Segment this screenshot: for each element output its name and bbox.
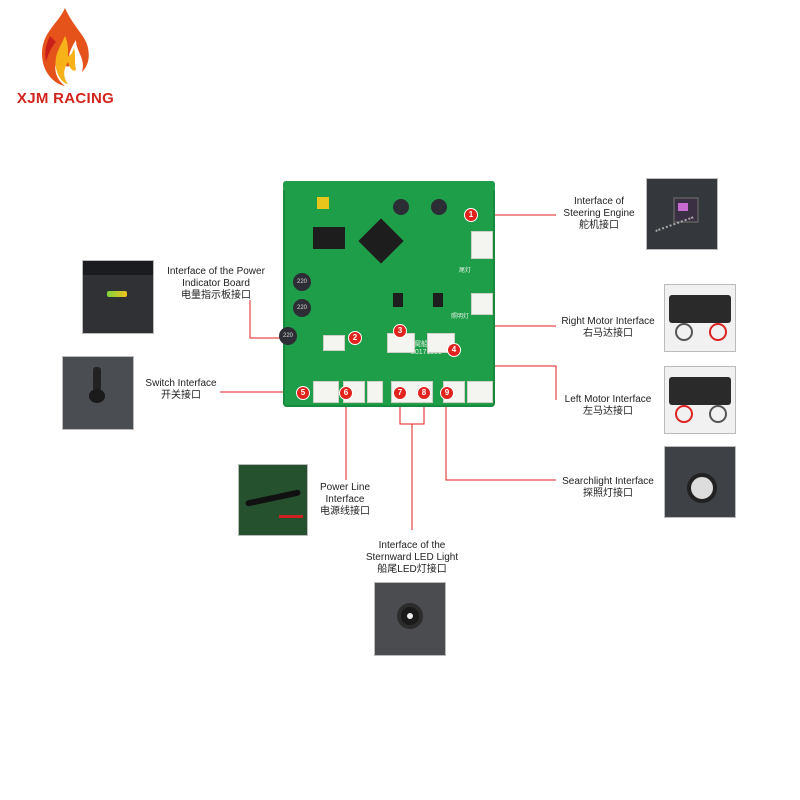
label-searchlight: Searchlight Interface 探照灯接口 xyxy=(562,476,654,499)
capacitor xyxy=(393,199,409,215)
marker-5: 5 xyxy=(296,386,310,400)
photo-right-motor xyxy=(664,284,736,352)
chip xyxy=(313,227,345,249)
silk-text: 尾灯 xyxy=(459,268,472,274)
circuit-board: 220 220 220 打窝船K3 20171101 照明灯 尾灯 xyxy=(279,181,495,407)
wire-shape xyxy=(279,515,303,518)
chip xyxy=(358,218,404,264)
connector-switch xyxy=(313,381,339,403)
connector-steering xyxy=(471,231,493,259)
servo-label xyxy=(678,203,688,211)
silk-text: 打窝船K3 xyxy=(407,341,437,348)
capacitor: 220 xyxy=(293,299,311,317)
propeller-icon xyxy=(675,323,693,341)
connector-light xyxy=(471,293,493,315)
brand-name: XJM RACING xyxy=(16,90,115,107)
label-right-motor: Right Motor Interface 右马达接口 xyxy=(561,316,655,339)
label-steering-engine: Interface of Steering Engine 舵机接口 xyxy=(563,196,635,231)
marker-8: 8 xyxy=(417,386,431,400)
photo-power-line xyxy=(238,464,308,536)
photo-steering-engine xyxy=(646,178,718,250)
silk-text: 照明灯 xyxy=(451,314,470,320)
boat-hull xyxy=(669,295,731,323)
connector-power-indicator xyxy=(323,335,345,351)
boat-hull xyxy=(669,377,731,405)
propeller-icon xyxy=(675,405,693,423)
photo-searchlight xyxy=(664,446,736,518)
marker-4: 4 xyxy=(447,343,461,357)
switch-base xyxy=(89,389,105,403)
marker-3: 3 xyxy=(393,324,407,338)
propeller-icon xyxy=(709,323,727,341)
photo-stern-led xyxy=(374,582,446,656)
photo-left-motor xyxy=(664,366,736,434)
flame-logo-icon xyxy=(42,8,89,86)
connector-extra xyxy=(367,381,383,403)
toggle-switch-icon xyxy=(93,367,101,391)
silk-text: 20171101 xyxy=(411,349,442,356)
cable-shape xyxy=(244,489,302,507)
marker-1: 1 xyxy=(464,208,478,222)
chip xyxy=(433,293,443,307)
leader-line-9 xyxy=(445,400,556,481)
led-lens xyxy=(407,613,413,619)
label-power-line: Power Line Interface 电源线接口 xyxy=(319,482,371,517)
photo-power-indicator xyxy=(82,260,154,334)
marker-6: 6 xyxy=(339,386,353,400)
marker-9: 9 xyxy=(440,386,454,400)
indicator-led-icon xyxy=(107,291,127,297)
chip xyxy=(393,293,403,307)
capacitor: 220 xyxy=(293,273,311,291)
capacitor: 220 xyxy=(279,327,297,345)
marker-2: 2 xyxy=(348,331,362,345)
photo-switch xyxy=(62,356,134,430)
hull-edge xyxy=(83,261,153,275)
searchlight-icon xyxy=(687,473,717,503)
label-switch: Switch Interface 开关接口 xyxy=(145,378,217,401)
connector-extra xyxy=(467,381,493,403)
label-power-indicator: Interface of the Power Indicator Board 电… xyxy=(167,266,265,301)
propeller-icon xyxy=(709,405,727,423)
jumper-yellow xyxy=(317,197,329,209)
label-left-motor: Left Motor Interface 左马达接口 xyxy=(564,394,652,417)
marker-7: 7 xyxy=(393,386,407,400)
capacitor xyxy=(431,199,447,215)
board-tab xyxy=(283,181,495,191)
label-stern-led: Interface of the Sternward LED Light 船尾L… xyxy=(365,540,459,575)
